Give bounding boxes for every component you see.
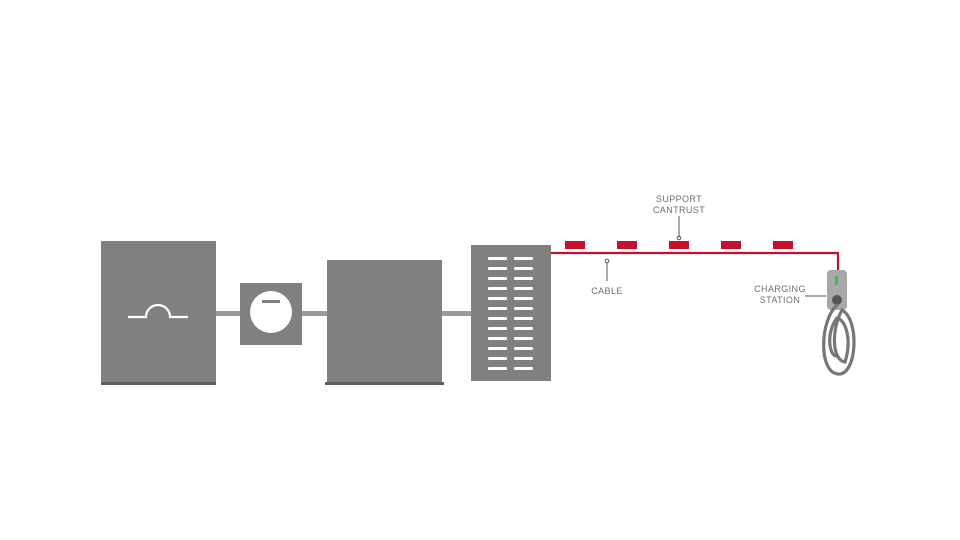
connector-generator-meter — [215, 311, 241, 316]
support-bracket — [565, 241, 585, 249]
connector-meter-transformer — [301, 311, 328, 316]
meter-block — [240, 283, 302, 345]
electrical-panel-block — [471, 245, 551, 381]
cable-label: CABLE — [591, 286, 623, 296]
generator-block-base — [101, 382, 216, 385]
transformer-block-body — [327, 260, 442, 382]
generator-block-body — [101, 241, 216, 382]
transformer-block — [325, 260, 444, 385]
station-cord — [822, 303, 856, 376]
transformer-block-base — [325, 382, 444, 385]
connector-transformer-panel — [441, 311, 472, 316]
station-label-line2: STATION — [760, 295, 800, 305]
station-indicator — [835, 276, 838, 285]
ev-charger-icon — [822, 270, 856, 376]
support-bracket — [669, 241, 689, 249]
station-plug-holder — [832, 295, 842, 305]
support-label-line1: SUPPORT — [656, 194, 702, 204]
support-bracket — [721, 241, 741, 249]
generator-block — [101, 241, 216, 385]
support-brackets — [565, 241, 793, 249]
semicircle-wave-icon — [128, 303, 188, 319]
meter-dial-bar — [262, 300, 280, 303]
support-bracket — [773, 241, 793, 249]
station-label-line1: CHARGING — [754, 284, 806, 294]
electrical-panel-body — [471, 245, 551, 381]
support-leader-dot — [676, 235, 682, 241]
cable-line — [551, 251, 840, 270]
cable-leader-dot — [604, 258, 610, 264]
support-bracket — [617, 241, 637, 249]
support-label-line2: CANTRUST — [653, 205, 705, 215]
meter-dial-icon — [250, 291, 292, 333]
breaker-slots-icon — [488, 257, 533, 370]
